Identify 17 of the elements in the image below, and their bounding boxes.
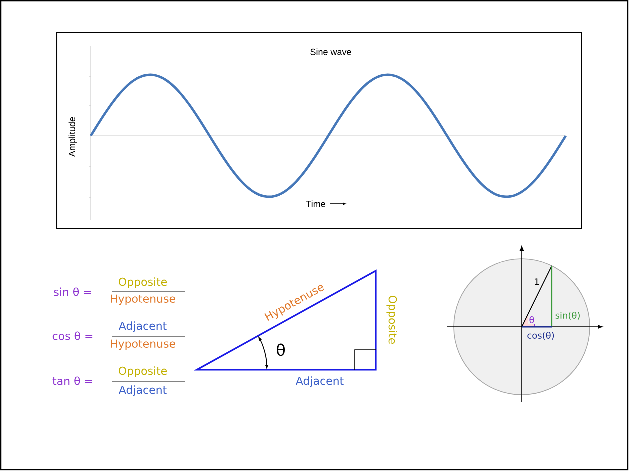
fraction-denominator: Adjacent <box>118 386 167 396</box>
side-label: Opposite <box>386 296 398 344</box>
side-label: Adjacent <box>296 376 344 388</box>
axis-label: Amplitude <box>68 117 78 157</box>
fraction-numerator: Opposite <box>119 366 168 378</box>
chart-title: Sine wave <box>310 48 352 56</box>
angle-label: θ <box>277 344 286 356</box>
fraction-denominator: Hypotenuse <box>111 340 176 350</box>
axis-label: Time <box>306 200 326 208</box>
formula-label: cos θ = <box>52 332 93 340</box>
fraction-numerator: Opposite <box>119 278 168 288</box>
formula-label: sin θ = <box>54 288 92 296</box>
fraction-numerator: Adjacent <box>118 322 167 332</box>
fraction-denominator: Hypotenuse <box>111 294 176 306</box>
radius-label: 1 <box>533 278 541 286</box>
side-label: cos(θ) <box>526 330 556 342</box>
formula-label: tan θ = <box>52 376 92 386</box>
